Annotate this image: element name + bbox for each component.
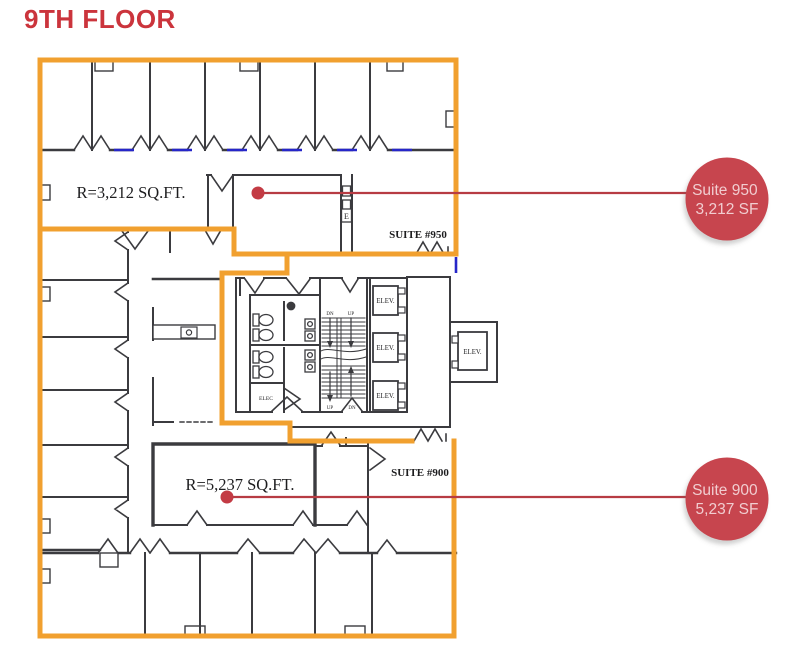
service-elevator-label: ELEV.	[463, 349, 481, 356]
chase-e-box	[340, 208, 353, 223]
suite-900-bubble	[685, 457, 769, 541]
callout-suite-900: Suite 900 5,237 SF	[220, 457, 769, 545]
stair-treads-upper	[321, 317, 366, 347]
left-band-partitions	[39, 279, 129, 498]
right-corridor-walls	[289, 276, 451, 428]
core-top-door-swings	[243, 277, 360, 296]
left-office-band	[39, 230, 130, 554]
suite-900-label: SUITE #900	[391, 467, 449, 479]
stair-treads-lower	[321, 365, 366, 399]
sinks	[304, 318, 316, 373]
stair-dn-top-label: DN	[326, 312, 334, 317]
restrooms	[235, 277, 371, 413]
elevator-shaft-walls	[369, 277, 408, 413]
stair-dn-bottom-label: DN	[348, 406, 356, 411]
suite-950-bubble	[685, 157, 769, 241]
bottom-band-partitions	[144, 552, 373, 637]
stair-arrows	[327, 317, 354, 402]
service-elevator-jamb-2	[451, 360, 459, 369]
suite-900-bubble-text: Suite 900 5,237 SF	[692, 482, 762, 518]
suite-950-marker-dot	[251, 186, 265, 200]
elevator-cabs	[372, 285, 399, 411]
kitchenette-walls-2	[152, 230, 174, 426]
chase-e-label: E	[344, 212, 349, 221]
service-elevator-jamb-1	[451, 335, 459, 344]
bottom-band-door-swings	[96, 537, 399, 555]
elevator-door-jambs	[397, 287, 406, 409]
chase-box-1	[341, 185, 352, 197]
kitchenette-area	[120, 228, 224, 426]
restroom-walls	[239, 277, 319, 413]
elec-door-swing	[282, 386, 302, 412]
corridor-door-swings	[120, 228, 223, 251]
left-band-door-swings	[113, 230, 130, 520]
elevator-2-label: ELEV.	[376, 345, 394, 352]
suite-outline-core	[219, 251, 415, 444]
stair-up-bottom-label: UP	[327, 406, 334, 411]
suite-950-room-walls	[206, 174, 342, 231]
suite-900-thick-walls	[151, 442, 317, 527]
electrical-room	[249, 382, 302, 413]
plan-labels: R=3,212 SQ.FT. SUITE #950 R=5,237 SQ.FT.…	[77, 183, 482, 494]
suite-900-thin-walls	[152, 437, 369, 554]
stair-up-top-label: UP	[348, 312, 355, 317]
elec-room-label: ELEC	[259, 396, 273, 402]
bottom-office-band	[38, 537, 458, 637]
stairwell	[319, 277, 368, 413]
top-band-door-swings	[72, 134, 390, 152]
suite-950-label: SUITE #950	[389, 229, 447, 241]
kitchen-sink	[180, 326, 198, 339]
suite-950-bubble-text: Suite 950 3,212 SF	[692, 182, 762, 218]
kitchen-sink-drain	[185, 329, 193, 336]
suite-900-entry-door-zigzag	[412, 427, 447, 443]
glazing-blue-ticks	[114, 148, 458, 273]
suite-950-area-label: R=3,212 SQ.FT.	[77, 183, 186, 202]
top-office-band	[38, 61, 458, 152]
toilets	[252, 313, 274, 379]
service-elevator-cab	[457, 331, 488, 371]
stair-walls	[319, 277, 368, 413]
interior-walls	[38, 60, 498, 637]
elevator-3-label: ELEV.	[376, 393, 394, 400]
elevator-1-label: ELEV.	[376, 298, 394, 305]
suite-950-room-door	[209, 173, 235, 193]
stair-landing-break	[320, 348, 367, 361]
suite-950-room	[206, 173, 449, 256]
suite-outline	[37, 57, 459, 639]
elevator-bank	[369, 277, 408, 413]
callout-suite-950: Suite 950 3,212 SF	[251, 157, 769, 245]
page-title: 9TH FLOOR	[24, 4, 176, 34]
bottom-closet	[99, 552, 119, 568]
suite-900-marker-dot	[220, 490, 234, 504]
service-elevator	[289, 276, 498, 428]
top-band-partitions	[91, 61, 371, 151]
floor-drain	[286, 301, 296, 311]
suite-900-door-swings	[185, 430, 387, 527]
suite-900-area-label: R=5,237 SQ.FT.	[186, 475, 295, 494]
bottom-band-corridor-wall	[38, 548, 458, 555]
suite-outline-main	[37, 57, 459, 639]
service-elevator-shaft	[449, 321, 498, 383]
